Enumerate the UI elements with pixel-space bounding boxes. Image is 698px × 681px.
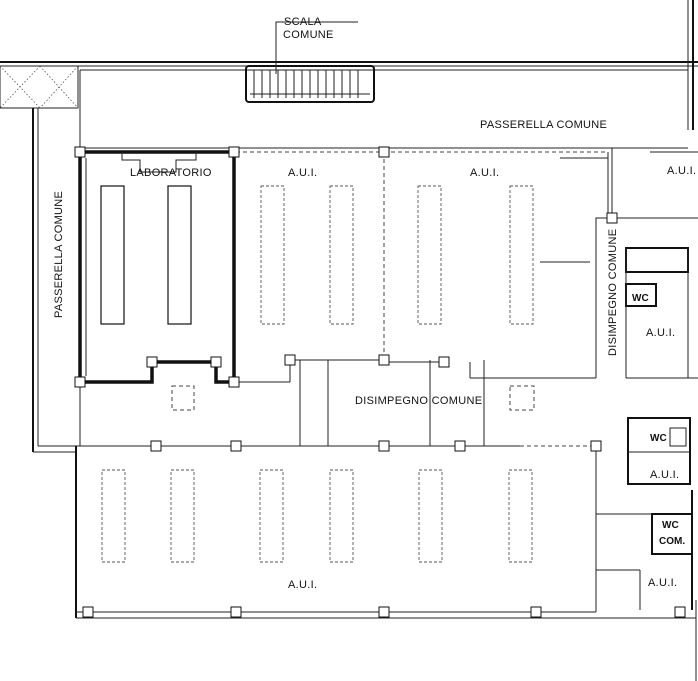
label-wc-2: WC bbox=[650, 433, 667, 444]
label-disimpegno-right: DISIMPEGNO COMUNE bbox=[607, 229, 619, 356]
pillar bbox=[74, 376, 86, 388]
pillar bbox=[210, 356, 222, 368]
label-wc-1: WC bbox=[632, 293, 649, 304]
disimpegno-corridor bbox=[76, 360, 597, 496]
pillar bbox=[82, 606, 94, 618]
label-passerella-left: PASSERELLA COMUNE bbox=[53, 191, 65, 318]
passerella-left bbox=[32, 108, 76, 453]
pillar bbox=[284, 354, 296, 366]
pillar bbox=[590, 440, 602, 452]
label-disimpegno-center: DISIMPEGNO COMUNE bbox=[355, 395, 482, 407]
pillar bbox=[674, 606, 686, 618]
label-aui-4: A.U.I. bbox=[646, 327, 675, 339]
pillar bbox=[378, 440, 390, 452]
scala-comune bbox=[245, 21, 375, 103]
pillar bbox=[230, 440, 242, 452]
pillar bbox=[606, 212, 618, 224]
pillar bbox=[438, 356, 450, 368]
pillar bbox=[230, 606, 242, 618]
pillar bbox=[150, 440, 162, 452]
label-laboratorio: LABORATORIO bbox=[130, 167, 212, 179]
label-wc-com-1: WC bbox=[662, 520, 679, 531]
label-scala-2: COMUNE bbox=[283, 29, 334, 41]
aui-room-3 bbox=[384, 151, 609, 379]
label-aui-5: A.U.I. bbox=[650, 469, 679, 481]
label-aui-6: A.U.I. bbox=[288, 579, 317, 591]
pillar bbox=[228, 146, 240, 158]
stair-landing-left bbox=[0, 65, 79, 109]
pillar bbox=[378, 354, 390, 366]
pillar bbox=[378, 146, 390, 158]
pillar bbox=[530, 606, 542, 618]
label-aui-2: A.U.I. bbox=[470, 167, 499, 179]
pillar bbox=[74, 146, 86, 158]
right-column bbox=[595, 0, 698, 681]
label-passerella-top: PASSERELLA COMUNE bbox=[480, 119, 607, 131]
label-aui-1: A.U.I. bbox=[288, 167, 317, 179]
laboratorio-room bbox=[78, 150, 236, 384]
structural-pillars bbox=[74, 146, 686, 618]
label-wc-com-2: COM. bbox=[659, 536, 685, 547]
passerella-top bbox=[0, 61, 698, 149]
label-aui-3: A.U.I. bbox=[667, 165, 696, 177]
pillar bbox=[228, 376, 240, 388]
aui-room-2 bbox=[236, 151, 385, 383]
label-scala-1: SCALA bbox=[284, 16, 322, 28]
pillar bbox=[378, 606, 390, 618]
label-aui-7: A.U.I. bbox=[648, 577, 677, 589]
aui-room-bottom bbox=[75, 446, 696, 619]
pillar bbox=[454, 440, 466, 452]
pillar bbox=[146, 356, 158, 368]
